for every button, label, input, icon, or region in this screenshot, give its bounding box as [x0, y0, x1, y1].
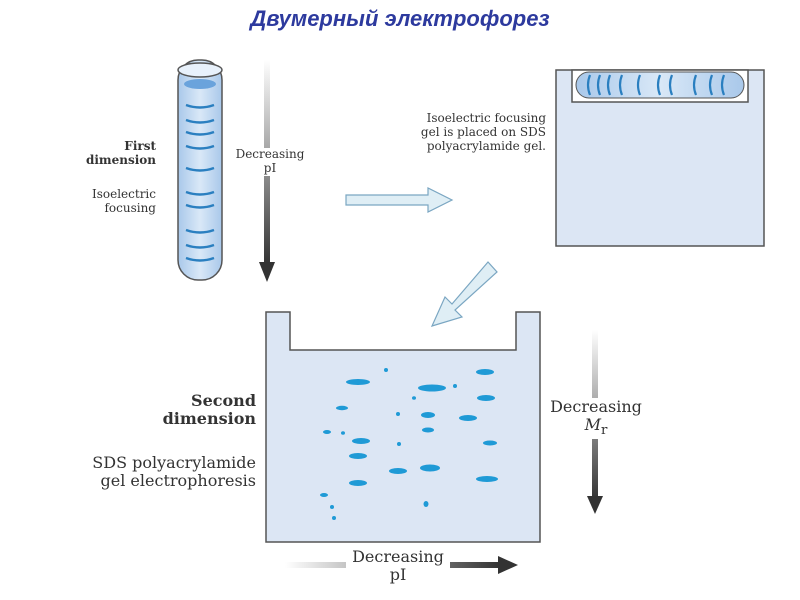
sds-page-label: SDS polyacrylamide gel electrophoresis [92, 453, 256, 491]
first-dimension-label: First dimension [85, 139, 156, 167]
decreasing-mr-label: Decreasing Mr [544, 397, 648, 439]
ief-tube [177, 59, 223, 281]
protein-spots [320, 368, 498, 520]
ief-gel-on-sds [555, 69, 765, 247]
isoelectric-focusing-label: Isoelectric focusing [91, 187, 156, 215]
sds-gel [265, 311, 541, 543]
transfer-arrow-right [345, 187, 454, 213]
diagonal-arrow [430, 261, 498, 327]
page-title: Двумерный электрофорез [250, 6, 550, 31]
second-dimension-label: Second dimension [162, 391, 256, 429]
transfer-caption: Isoelectric focusing gel is placed on SD… [420, 111, 546, 153]
decreasing-pi-label-bottom: Decreasing pI [346, 547, 450, 585]
decreasing-pi-label-top: Decreasing pI [228, 147, 312, 176]
ief-tube-bands [185, 103, 215, 262]
